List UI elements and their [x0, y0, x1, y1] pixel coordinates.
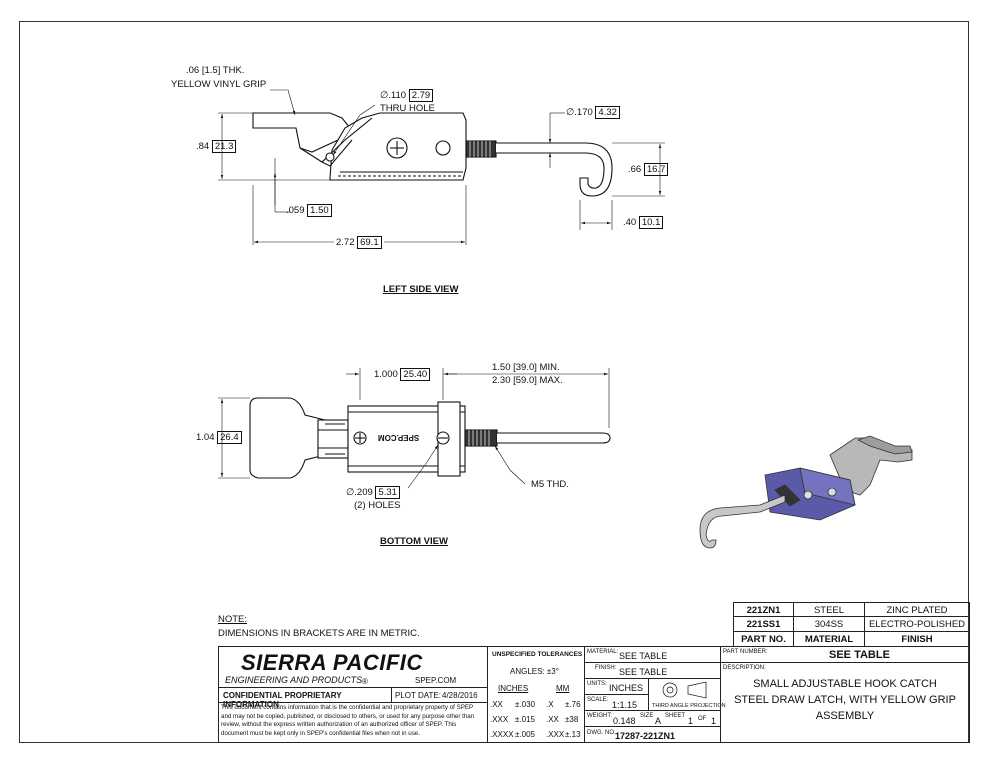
grip-material-note: YELLOW VINYL GRIP — [171, 79, 267, 90]
grip-bottom — [249, 397, 326, 479]
sheet-value: 1 — [688, 716, 694, 726]
hole-diameter: ∅.110 2.79 — [380, 89, 434, 102]
angles-tolerance: ANGLES: ±3° — [510, 667, 559, 676]
part-number-label: PART NUMBER: — [723, 649, 768, 655]
sheet-label: SHEET — [665, 713, 686, 719]
holes-dimension: ∅.209 5.31 — [346, 486, 400, 499]
parts-row-1-part: 221ZN1 — [733, 602, 794, 617]
finish-label: FINISH: — [595, 665, 617, 671]
hook — [496, 142, 613, 197]
registered-mark: ® — [362, 677, 368, 686]
tolerance-mm-values: ±.76±38±.13 — [565, 700, 581, 739]
reach-max: 2.30 [59.0] MAX. — [492, 375, 563, 386]
tolerances-cell: UNSPECIFIED TOLERANCES ANGLES: ±3° INCHE… — [487, 646, 585, 743]
left-side-view — [218, 89, 665, 245]
thread-note: M5 THD. — [531, 479, 569, 490]
projection-symbol — [662, 681, 707, 699]
parts-row-2-part: 221SS1 — [733, 616, 794, 632]
confidential-text: This document contains information that … — [221, 704, 475, 737]
projection-label: THIRD ANGLE PROJECTION — [652, 703, 726, 709]
material-label: MATERIAL: — [587, 649, 619, 655]
size-value: A — [655, 716, 662, 726]
base-gap-dimension: .059 1.50 — [286, 204, 332, 217]
isometric-render — [699, 435, 913, 549]
scale-label: SCALE: — [587, 697, 609, 703]
note-heading: NOTE: — [218, 614, 248, 625]
length-dimension: 2.72 69.1 — [334, 236, 384, 249]
company-website: SPEP.COM — [415, 676, 457, 685]
bottom-view — [218, 368, 611, 489]
dwg-value: 17287-221ZN1 — [615, 731, 676, 741]
reach-min: 1.50 [39.0] MIN. — [492, 362, 560, 373]
plot-date-label: PLOT DATE: — [395, 691, 441, 700]
sheet-of: OF — [698, 716, 707, 722]
grip-thickness-note: .06 [1.5] THK. — [186, 65, 245, 76]
tolerance-inches-keys: .XX.XXX.XXXX — [490, 700, 514, 739]
bottom-view-title: BOTTOM VIEW — [380, 536, 448, 547]
inches-label: INCHES — [498, 684, 529, 693]
parts-header-material: MATERIAL — [793, 631, 865, 647]
units-value: INCHES — [609, 683, 644, 693]
parts-row-1-material: STEEL — [793, 602, 865, 617]
tolerance-mm-keys: .X.XX.XXX — [546, 700, 565, 739]
confidential-heading: CONFIDENTIAL PROPRIETARY INFORMATION — [223, 691, 342, 709]
hole-note: THRU HOLE — [380, 103, 435, 114]
note-text: DIMENSIONS IN BRACKETS ARE IN METRIC. — [218, 628, 420, 639]
hook-height-dimension: .66 16.7 — [628, 163, 669, 176]
weight-label: WEIGHT: — [587, 713, 612, 719]
body-stamp: SPEP.COM — [378, 433, 420, 442]
company-cell: SIERRA PACIFIC ENGINEERING AND PRODUCTS … — [218, 646, 488, 688]
height-dimension: .84 21.3 — [196, 140, 237, 153]
parts-row-2-finish: ELECTRO-POLISHED — [864, 616, 970, 632]
company-name: SIERRA PACIFIC — [241, 650, 423, 675]
units-label: UNITS: — [587, 681, 607, 687]
sheet-total: 1 — [711, 716, 717, 726]
parts-header-finish: FINISH — [864, 631, 970, 647]
holes-note: (2) HOLES — [354, 500, 401, 511]
description-label: DESCRIPTION: — [723, 665, 766, 671]
spacing-dimension: 1.000 25.40 — [372, 368, 433, 381]
hook-width-dimension: .40 10.1 — [623, 216, 664, 229]
width-dimension: 1.04 26.4 — [196, 431, 242, 444]
threaded-rod — [465, 140, 497, 158]
plot-date: 4/28/2016 — [442, 691, 478, 700]
description-text: SMALL ADJUSTABLE HOOK CATCH STEEL DRAW L… — [734, 678, 956, 722]
dwg-label: DWG. NO. — [587, 730, 616, 736]
company-subtitle: ENGINEERING AND PRODUCTS — [225, 675, 363, 685]
parts-row-1-finish: ZINC PLATED — [864, 602, 970, 617]
parts-header-part: PART NO. — [733, 631, 794, 647]
parts-row-2-material: 304SS — [793, 616, 865, 632]
grip-lever — [252, 112, 351, 153]
mm-label: MM — [556, 684, 570, 693]
material-value: SEE TABLE — [619, 651, 668, 661]
rod-diameter: ∅.170 4.32 — [566, 106, 620, 119]
part-number-value: SEE TABLE — [829, 649, 890, 661]
scale-value: 1:1.15 — [612, 700, 638, 710]
tolerances-heading: UNSPECIFIED TOLERANCES — [492, 651, 583, 658]
left-side-view-title: LEFT SIDE VIEW — [383, 284, 459, 295]
weight-value: 0.148 — [613, 716, 636, 726]
finish-value: SEE TABLE — [619, 667, 668, 677]
tolerance-inches-values: ±.030±.015±.005 — [515, 700, 535, 739]
rod-bottom — [497, 432, 611, 444]
size-label: SIZE — [640, 713, 654, 719]
